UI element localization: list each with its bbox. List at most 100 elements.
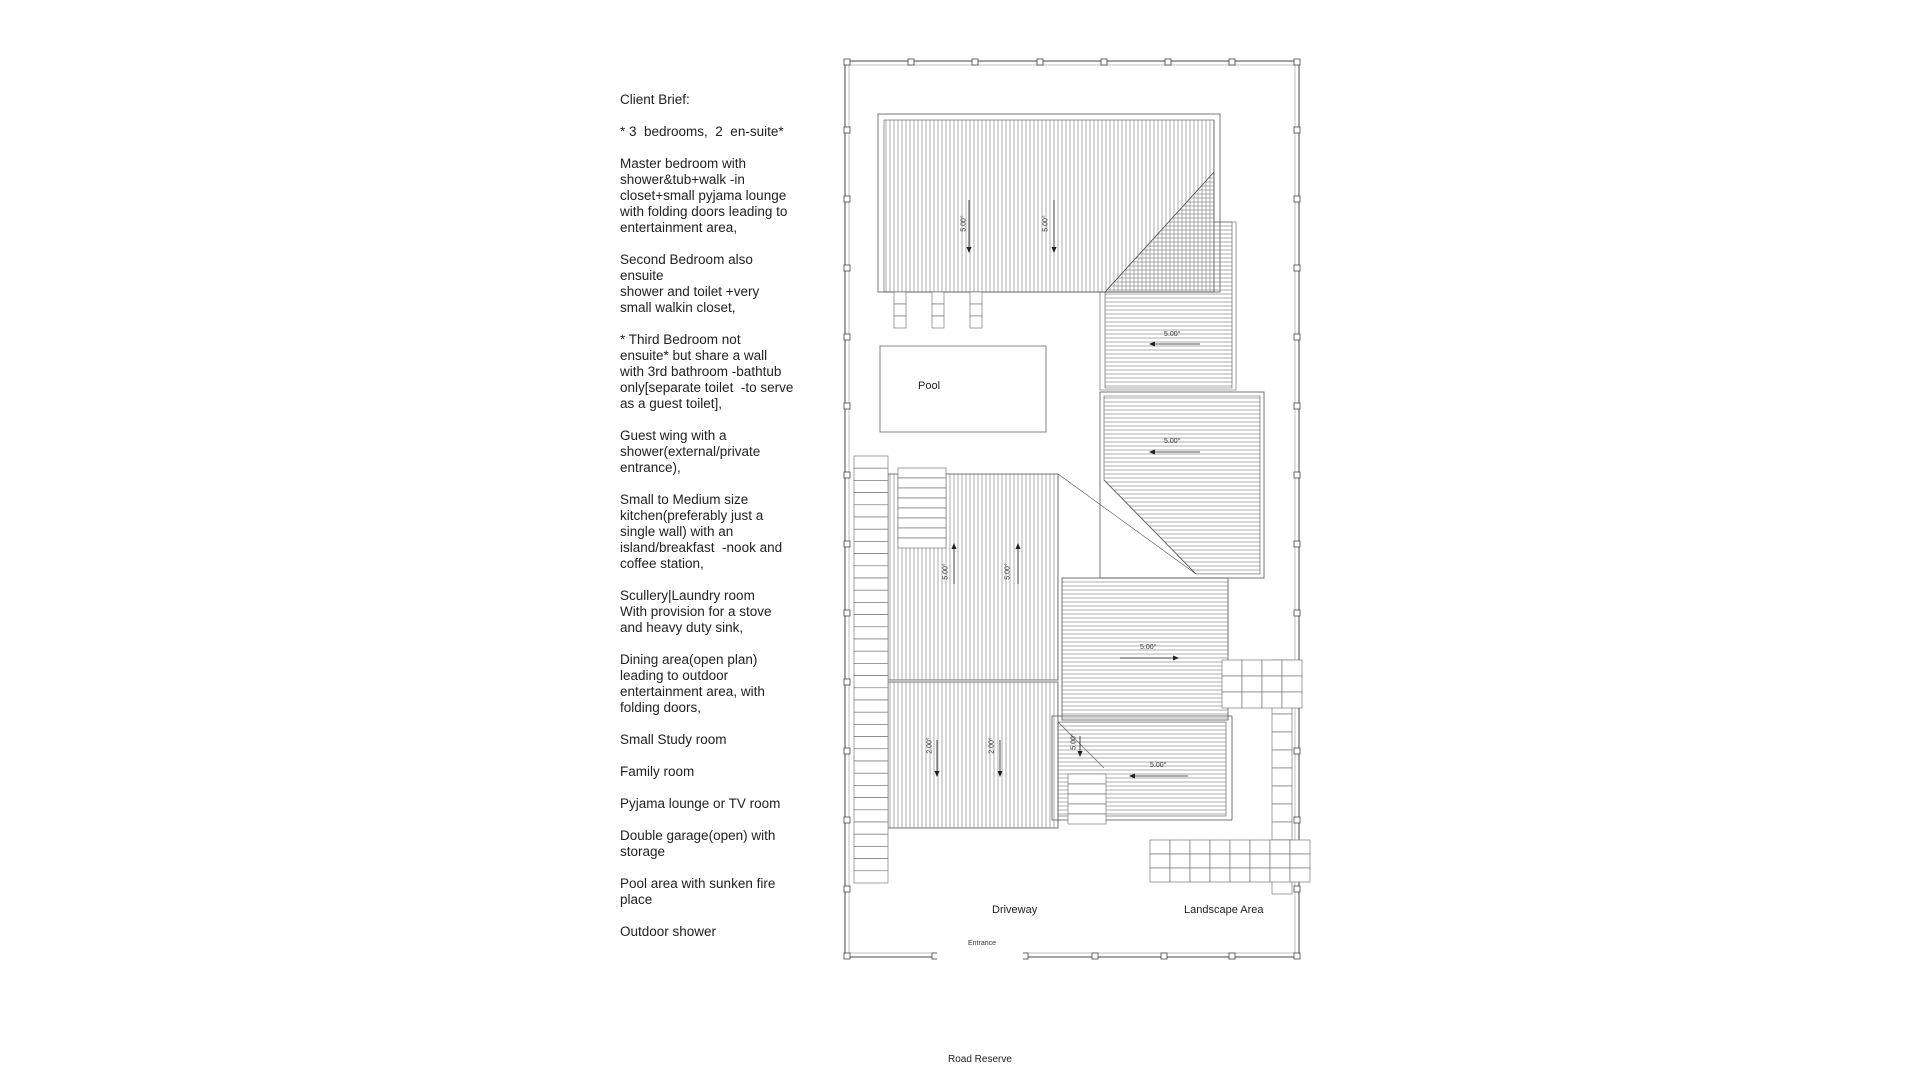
paver [1209,839,1231,855]
paver [1271,749,1293,769]
slope-label: 5.00° [960,215,968,232]
brief-line: Small Study room [620,732,727,747]
arrowhead [951,542,957,550]
boundary-post [1293,126,1301,134]
paver [853,833,889,847]
brief-line: Master bedroom with [620,156,747,171]
brief-line: small walkin closet, [620,300,736,315]
paver [1149,839,1171,855]
brief-line: Second Bedroom also [620,252,753,267]
paver [853,467,889,481]
brief-line: place [620,892,653,907]
boundary-post [1293,333,1301,341]
paver [1281,691,1303,709]
arrowhead [1128,773,1136,779]
paver [853,614,889,628]
paver [853,565,889,579]
slope-label: 2.00° [988,737,996,754]
boundary-post [843,126,851,134]
paver [1209,867,1231,883]
paver [853,492,889,506]
paver [1269,867,1291,883]
roof-lower-left [887,681,1059,829]
paver [1169,867,1191,883]
boundary-post [843,333,851,341]
paver [853,626,889,640]
brief-line: ensuite* but share a wall [620,348,768,363]
paver [1189,867,1211,883]
brief-line: Scullery|Laundry room [620,588,755,603]
paver [1241,675,1263,693]
slope-label: 5.00° [1070,733,1078,750]
boundary-post [1293,58,1301,66]
boundary-post [1228,58,1236,66]
entrance-gap [937,950,1023,960]
slope-label: 5.00° [1140,644,1157,651]
boundary-post [1164,58,1172,66]
boundary-post [843,952,851,960]
pool [879,345,1047,433]
boundary-post [843,609,851,617]
paving [853,291,1311,895]
brief-line: With provision for a stove [620,604,772,619]
paver [853,748,889,762]
brief-line: entrance), [620,460,681,475]
paver [1271,803,1293,823]
brief-line: shower&tub+walk -in [620,172,745,187]
roof-right-mid [1061,577,1229,721]
paver [853,589,889,603]
boundary-post [843,471,851,479]
step [969,291,983,305]
boundary-post [1036,58,1044,66]
paver [853,577,889,591]
step [1067,803,1107,815]
paver [1261,675,1283,693]
brief-line: single wall) with an [620,524,734,539]
brief-line: shower(external/private [620,444,761,459]
site-boundary [844,60,1300,958]
arrowhead [997,770,1003,778]
boundary-post [1293,540,1301,548]
paver [1289,853,1311,869]
boundary-post [1293,471,1301,479]
slope-label: 5.00° [1150,762,1167,769]
paver [853,516,889,530]
brief-line: coffee station, [620,556,704,571]
paver [1261,659,1283,677]
paver [1241,659,1263,677]
step [897,537,947,549]
paver [1261,691,1283,709]
brief-line: island/breakfast -nook and [620,540,783,555]
paver [1229,867,1251,883]
brief-line: * Third Bedroom not [620,332,741,347]
step [931,315,945,329]
step [893,291,907,305]
roof-east-wing [1099,120,1237,391]
brief-line: with folding doors leading to [620,204,788,219]
paver [853,772,889,786]
brief-line: entertainment area, with [620,684,765,699]
driveway-label: Driveway [992,904,1038,916]
boundary-posts [843,58,1301,960]
boundary-post [1293,195,1301,203]
paver [1271,821,1293,841]
pool-label: Pool [918,380,941,392]
step [897,487,947,499]
paver [853,699,889,713]
boundary-post [1100,58,1108,66]
paver [853,711,889,725]
step [1067,783,1107,795]
boundary-post [843,58,851,66]
brief-line: and heavy duty sink, [620,620,744,635]
boundary-post [1293,816,1301,824]
paver [853,650,889,664]
paver [1249,867,1271,883]
boundary-post [1293,402,1301,410]
brief-line: kitchen(preferably just a [620,508,764,523]
brief-line: with 3rd bathroom -bathtub [620,364,782,379]
paver [1269,853,1291,869]
paver [853,541,889,554]
arrowhead [1051,246,1057,254]
boundary-post [1091,952,1099,960]
paver [1149,867,1171,883]
